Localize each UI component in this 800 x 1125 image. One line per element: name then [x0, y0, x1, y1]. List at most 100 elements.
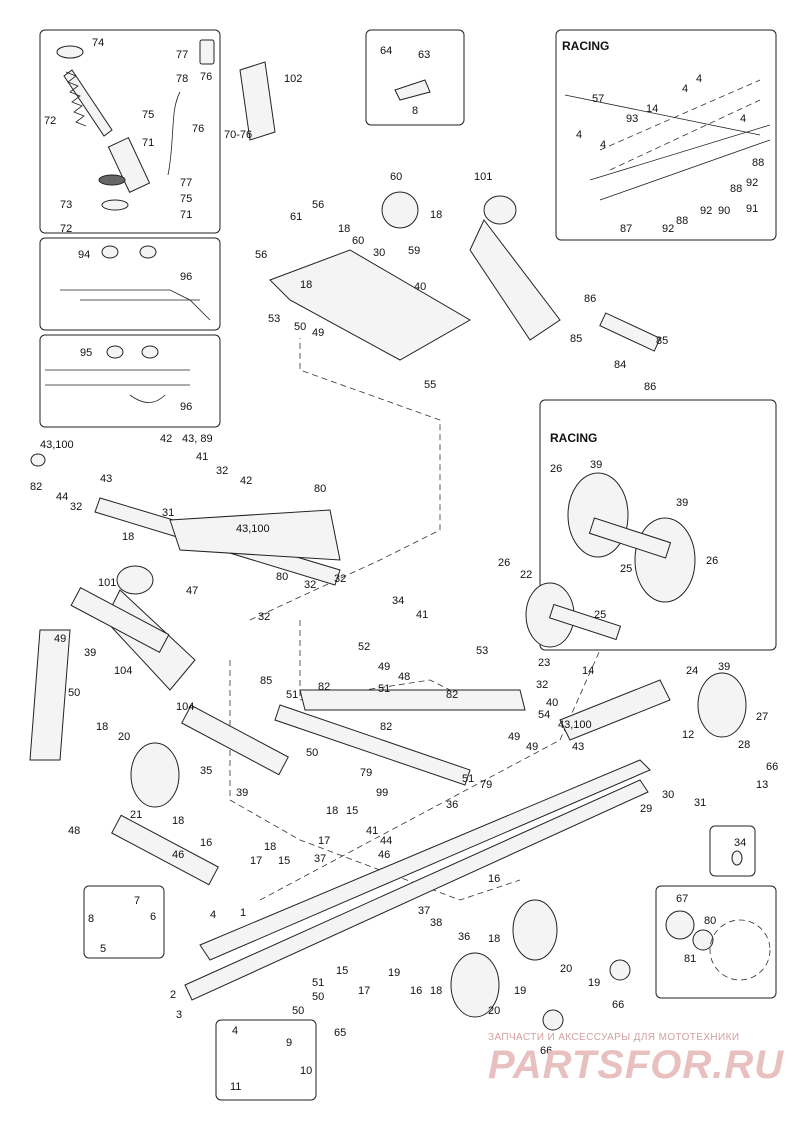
callout: 76: [192, 123, 204, 135]
callout: 72: [60, 223, 72, 235]
watermark-caption: ЗАПЧАСТИ И АКСЕССУАРЫ ДЛЯ МОТОТЕХНИКИ: [488, 1032, 740, 1043]
callout: 44: [380, 835, 392, 847]
callout: 10: [300, 1065, 312, 1077]
callout: 18: [430, 985, 442, 997]
callout: 4: [682, 83, 688, 95]
slide-block-inset-box: [215, 1019, 317, 1101]
callout: 95: [80, 347, 92, 359]
callout: 93: [626, 113, 638, 125]
assembly-boundary-front: [249, 338, 441, 621]
callout: 26: [498, 557, 510, 569]
shock-absorber-kit: [56, 39, 276, 211]
callout: 88: [676, 215, 688, 227]
bearing-parts: [665, 850, 771, 981]
callout: 37: [418, 905, 430, 917]
callout: 55: [424, 379, 436, 391]
clamp-inset-box-1: [39, 237, 221, 331]
clamp-assembly-1: [60, 245, 211, 321]
callout: 27: [756, 711, 768, 723]
callout: 92: [746, 177, 758, 189]
callout: 20: [488, 1005, 500, 1017]
racing-rail-assembly: [564, 79, 771, 201]
callout: 43,100: [558, 719, 592, 731]
racing-rail-inset-box: [555, 29, 777, 241]
callout: 71: [180, 209, 192, 221]
callout: 52: [358, 641, 370, 653]
callout: 26: [706, 555, 718, 567]
callout: 31: [162, 507, 174, 519]
callout: 88: [730, 183, 742, 195]
callout: 4: [232, 1025, 238, 1037]
callout: 4: [210, 909, 216, 921]
racing-heading-upper: RACING: [562, 39, 609, 53]
callout: 85: [260, 675, 272, 687]
callout: 32: [258, 611, 270, 623]
callout: 32: [70, 501, 82, 513]
callout: 50: [312, 991, 324, 1003]
callout: 24: [686, 665, 698, 677]
callout: 34: [392, 595, 404, 607]
callout: 75: [180, 193, 192, 205]
callout: 82: [446, 689, 458, 701]
callout: 72: [44, 115, 56, 127]
callout: 43, 89: [182, 433, 213, 445]
slide-rail: [184, 679, 671, 1001]
callout: 31: [694, 797, 706, 809]
callout: 102: [284, 73, 302, 85]
callout: 4: [696, 73, 702, 85]
callout: 50: [68, 687, 80, 699]
shock-inset-box: [39, 29, 221, 234]
callout: 28: [738, 739, 750, 751]
callout: 39: [718, 661, 730, 673]
callout: 59: [408, 245, 420, 257]
callout: 74: [92, 37, 104, 49]
callout: 20: [560, 963, 572, 975]
callout: 90: [718, 205, 730, 217]
callout: 76: [200, 71, 212, 83]
callout: 85: [656, 335, 668, 347]
callout: 43,100: [40, 439, 74, 451]
idler-wheels: [130, 742, 631, 1031]
callout: 81: [684, 953, 696, 965]
callout: 39: [676, 497, 688, 509]
callout: 37: [314, 853, 326, 865]
callout: 40: [546, 697, 558, 709]
callout: 4: [576, 129, 582, 141]
callout: 18: [172, 815, 184, 827]
callout: 96: [180, 271, 192, 283]
callout: 67: [676, 893, 688, 905]
callout: 32: [334, 573, 346, 585]
callout: 14: [646, 103, 658, 115]
callout: 1: [240, 907, 246, 919]
callout: 53: [476, 645, 488, 657]
callout: 36: [446, 799, 458, 811]
callout-labels: 74 72 77 76 78 102 75 71 76 70-76 73 72 …: [30, 37, 778, 1093]
callout: 101: [474, 171, 492, 183]
callout: 17: [250, 855, 262, 867]
callout: 66: [612, 999, 624, 1011]
callout: 80: [314, 483, 326, 495]
callout: 17: [358, 985, 370, 997]
callout: 54: [538, 709, 550, 721]
callout: 22: [520, 569, 532, 581]
callout: 18: [430, 209, 442, 221]
callout: 15: [336, 965, 348, 977]
callout-kit-range: 70-76: [224, 129, 252, 141]
callout: 18: [264, 841, 276, 853]
rear-shock-middle: [29, 565, 196, 761]
callout: 99: [376, 787, 388, 799]
racing-wheel-set: [567, 472, 696, 603]
callout: 3: [176, 1009, 182, 1021]
callout: 15: [278, 855, 290, 867]
callout: 30: [662, 789, 674, 801]
callout: 15: [346, 805, 358, 817]
callout: 51: [462, 773, 474, 785]
callout: 48: [68, 825, 80, 837]
callout: 92: [662, 223, 674, 235]
racing-heading-middle: RACING: [550, 431, 597, 445]
callout: 16: [200, 837, 212, 849]
callout: 82: [30, 481, 42, 493]
callout: 34: [734, 837, 746, 849]
callout: 21: [130, 809, 142, 821]
callout: 48: [398, 671, 410, 683]
